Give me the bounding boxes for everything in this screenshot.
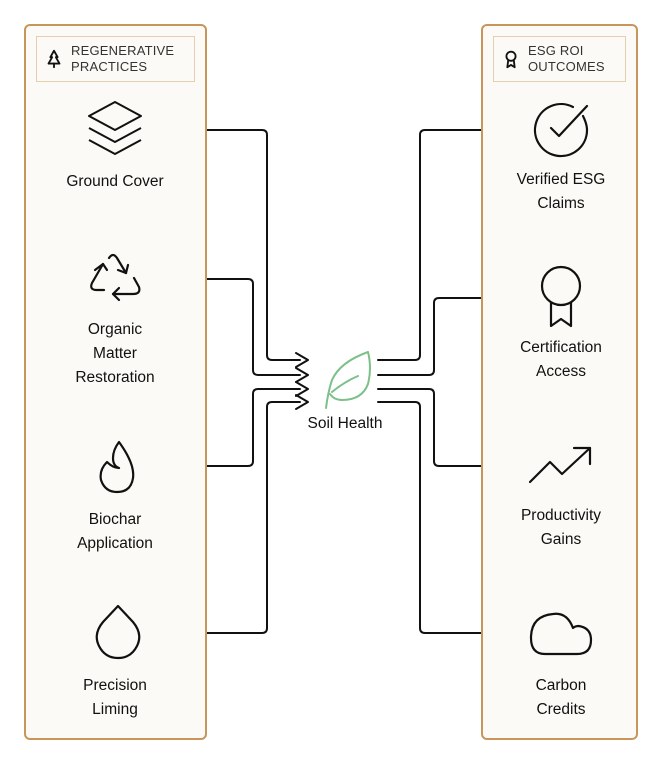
trending-up-icon — [528, 446, 592, 484]
node-organic-matter: Organic Matter Restoration — [40, 248, 190, 390]
node-precision-liming: Precision Liming — [40, 602, 190, 722]
layers-icon — [88, 101, 142, 155]
node-label: Productivity Gains — [520, 507, 602, 548]
node-label: Verified ESG Claims — [516, 171, 606, 212]
node-label: Ground Cover — [66, 173, 164, 190]
check-circle-icon — [533, 102, 589, 158]
node-label: Certification Access — [520, 339, 602, 380]
regenerative-practices-panel: REGENERATIVE PRACTICES — [24, 24, 207, 740]
panel-title: ESG ROI OUTCOMES — [528, 43, 605, 74]
node-carbon-credits: Carbon Credits — [486, 608, 636, 722]
esg-roi-outcomes-panel: ESG ROI OUTCOMES — [481, 24, 638, 740]
award-icon — [505, 50, 517, 69]
node-certification: Certification Access — [486, 264, 636, 384]
tree-icon — [47, 49, 61, 69]
cloud-icon — [529, 612, 593, 656]
leaf-icon — [325, 351, 371, 409]
panel-header-regenerative: REGENERATIVE PRACTICES — [36, 36, 195, 82]
node-ground-cover: Ground Cover — [40, 98, 190, 194]
node-label: Biochar Application — [77, 511, 153, 552]
award-icon — [540, 265, 582, 328]
center-label: Soil Health — [307, 415, 383, 432]
panel-title: REGENERATIVE PRACTICES — [71, 43, 175, 74]
node-biochar: Biochar Application — [40, 434, 190, 556]
node-label: Precision Liming — [83, 677, 147, 718]
recycle-icon — [90, 253, 141, 302]
node-label: Carbon Credits — [535, 677, 587, 718]
panel-header-esg: ESG ROI OUTCOMES — [493, 36, 626, 82]
droplet-icon — [95, 604, 141, 660]
flame-icon — [99, 440, 135, 494]
node-verified-esg: Verified ESG Claims — [486, 98, 636, 216]
node-productivity: Productivity Gains — [486, 442, 636, 552]
soil-health-hub: Soil Health — [290, 348, 400, 434]
node-label: Organic Matter Restoration — [75, 321, 155, 386]
